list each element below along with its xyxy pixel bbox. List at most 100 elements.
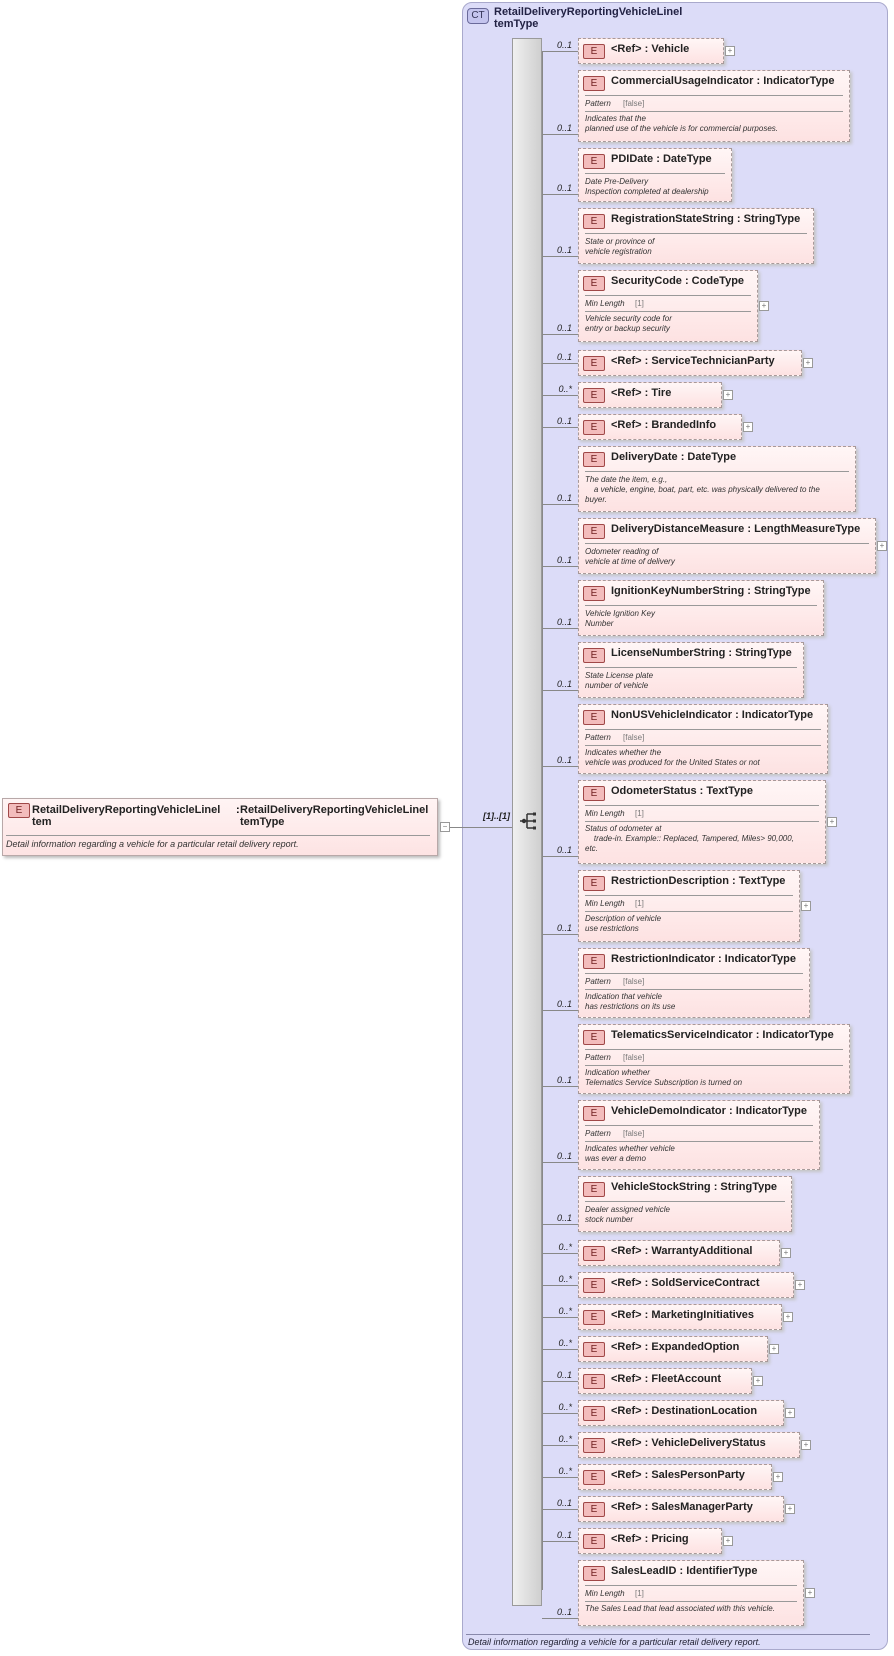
element-badge: E xyxy=(583,44,605,59)
child-element[interactable]: E<Ref> : Pricing xyxy=(578,1528,722,1554)
child-description: State or province of vehicle registratio… xyxy=(585,237,655,256)
child-multiplicity: 0..* xyxy=(558,1306,572,1316)
child-facet-label: Min Length xyxy=(585,899,625,908)
child-element[interactable]: E<Ref> : VehicleDeliveryStatus xyxy=(578,1432,800,1458)
child-description: Indicates whether the vehicle was produc… xyxy=(585,748,760,767)
child-multiplicity: 0..1 xyxy=(556,1075,572,1085)
child-connector-line xyxy=(542,1253,578,1254)
child-element[interactable]: E<Ref> : ServiceTechnicianParty xyxy=(578,350,802,376)
child-element-name: TelematicsServiceIndicator : IndicatorTy… xyxy=(611,1029,834,1041)
child-divider xyxy=(585,295,751,296)
child-facet-label: Pattern xyxy=(585,977,611,986)
expand-icon[interactable]: + xyxy=(781,1248,791,1258)
child-multiplicity: 0..1 xyxy=(556,323,572,333)
expand-icon[interactable]: + xyxy=(723,1536,733,1546)
child-facet-label: Min Length xyxy=(585,299,625,308)
child-facet-value: [1] xyxy=(635,1589,644,1598)
complex-type-description: Detail information regarding a vehicle f… xyxy=(468,1637,761,1647)
expand-icon[interactable]: + xyxy=(743,422,753,432)
complex-type-badge: CT xyxy=(467,8,489,24)
child-element-name: IgnitionKeyNumberString : StringType xyxy=(611,585,811,597)
child-element[interactable]: E <Ref> : Tire xyxy=(578,382,722,408)
child-element[interactable]: E TelematicsServiceIndicator : IndicatorT… xyxy=(578,1024,850,1094)
element-badge: E xyxy=(583,1030,605,1045)
expand-icon[interactable]: + xyxy=(783,1312,793,1322)
child-element-name: <Ref> : SalesPersonParty xyxy=(611,1469,745,1481)
child-multiplicity: 0..1 xyxy=(556,183,572,193)
element-badge: E xyxy=(583,276,605,291)
child-connector-line xyxy=(542,766,578,767)
element-badge: E xyxy=(583,388,605,403)
child-description: Description of vehicle use restrictions xyxy=(585,914,662,933)
child-connector-line xyxy=(542,1349,578,1350)
child-element[interactable]: E<Ref> : Vehicle xyxy=(578,38,724,64)
child-element[interactable]: E<Ref> : BrandedInfo xyxy=(578,414,742,440)
expand-icon[interactable]: + xyxy=(801,901,811,911)
child-divider xyxy=(585,605,817,606)
child-multiplicity: 0..1 xyxy=(556,1530,572,1540)
child-element[interactable]: E<Ref> : DestinationLocation xyxy=(578,1400,784,1426)
child-element[interactable]: E<Ref> : SalesManagerParty xyxy=(578,1496,784,1522)
root-element-badge: E xyxy=(8,803,30,818)
expand-icon[interactable]: + xyxy=(795,1280,805,1290)
child-element-name: <Ref> : Pricing xyxy=(611,1533,689,1545)
expand-icon[interactable]: + xyxy=(805,1588,815,1598)
child-multiplicity: 0..1 xyxy=(556,1607,572,1617)
child-multiplicity: 0..1 xyxy=(556,40,572,50)
child-facet-divider xyxy=(585,1065,843,1066)
child-multiplicity: 0..1 xyxy=(556,123,572,133)
expand-icon[interactable]: + xyxy=(753,1376,763,1386)
child-element[interactable]: E<Ref> : FleetAccount xyxy=(578,1368,752,1394)
expand-icon[interactable]: + xyxy=(723,390,733,400)
child-element[interactable]: E<Ref> : WarrantyAdditional xyxy=(578,1240,780,1266)
root-element-box[interactable] xyxy=(2,798,438,856)
child-element-name: SalesLeadID : IdentifierType xyxy=(611,1565,758,1577)
children-connector-vertical xyxy=(542,51,543,1590)
child-connector-line xyxy=(542,1381,578,1382)
child-description: Vehicle security code for entry or backu… xyxy=(585,314,672,333)
child-facet-divider xyxy=(585,745,821,746)
child-element-name: <Ref> : ServiceTechnicianParty xyxy=(611,355,775,367)
child-facet-label: Pattern xyxy=(585,99,611,108)
expand-icon[interactable]: + xyxy=(785,1408,795,1418)
expand-icon[interactable]: + xyxy=(769,1344,779,1354)
child-element[interactable]: E<Ref> : SalesPersonParty xyxy=(578,1464,772,1490)
child-element[interactable]: E<Ref> : SoldServiceContract xyxy=(578,1272,794,1298)
expand-icon[interactable]: + xyxy=(725,46,735,56)
child-multiplicity: 0..* xyxy=(558,1242,572,1252)
element-badge: E xyxy=(583,586,605,601)
expand-icon[interactable]: + xyxy=(785,1504,795,1514)
child-element[interactable]: E<Ref> : ExpandedOption xyxy=(578,1336,768,1362)
expand-icon[interactable]: + xyxy=(803,358,813,368)
sequence-compositor-icon xyxy=(520,812,536,830)
collapse-icon[interactable]: − xyxy=(440,822,450,832)
expand-icon[interactable]: + xyxy=(759,301,769,311)
child-element[interactable]: E<Ref> : MarketingInitiatives xyxy=(578,1304,782,1330)
child-divider xyxy=(585,95,843,96)
expand-icon[interactable]: + xyxy=(801,1440,811,1450)
child-connector-line xyxy=(542,934,578,935)
child-facet-value: [false] xyxy=(623,1053,645,1062)
child-element-name: <Ref> : Tire xyxy=(611,387,672,399)
child-multiplicity: 0..1 xyxy=(556,1370,572,1380)
expand-icon[interactable]: + xyxy=(827,817,837,827)
expand-icon[interactable]: + xyxy=(773,1472,783,1482)
child-facet-value: [false] xyxy=(623,733,645,742)
expand-icon[interactable]: + xyxy=(877,541,887,551)
child-facet-divider xyxy=(585,911,793,912)
